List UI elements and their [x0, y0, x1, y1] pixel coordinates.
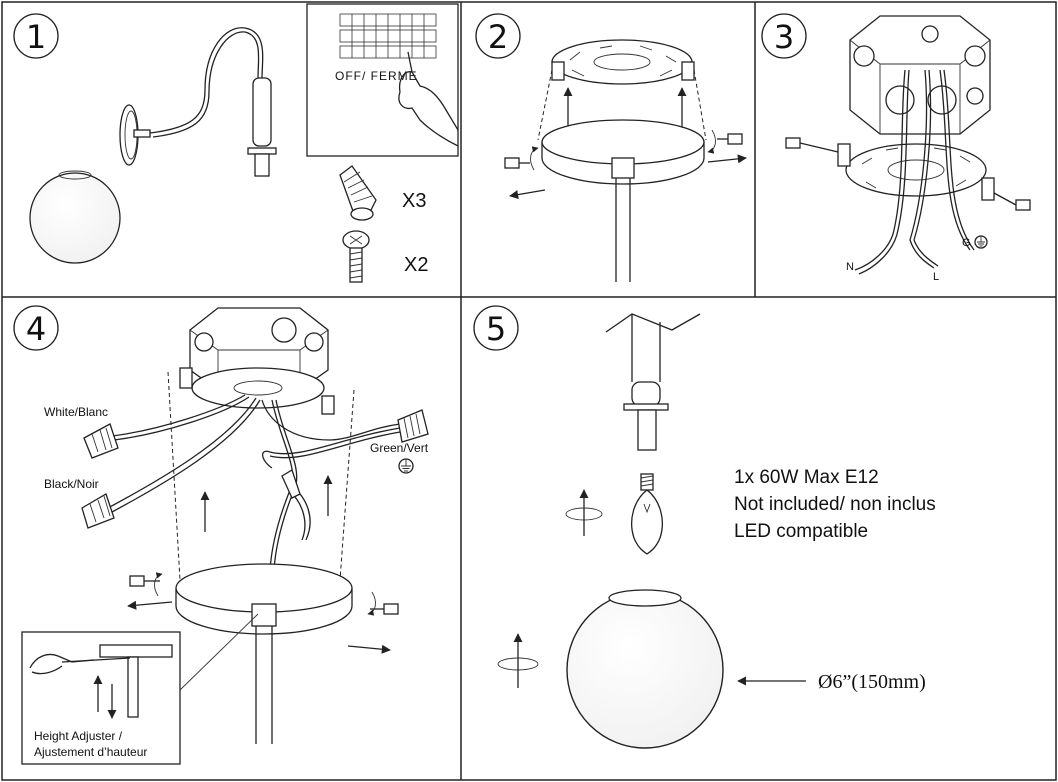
junction-box — [189, 307, 329, 391]
wire-nut-quantity: X3 — [402, 190, 426, 212]
screw-icon — [342, 230, 370, 283]
lamp-socket — [252, 77, 272, 147]
ground-label: G — [962, 237, 971, 249]
live-label: L — [933, 271, 939, 283]
canopy — [175, 563, 353, 744]
step-number-badge — [761, 13, 807, 59]
screw-quantity: X2 — [404, 254, 428, 276]
step-number: 2 — [488, 18, 508, 56]
screw-icon — [129, 575, 160, 587]
bulb-not-included: Not included/ non inclus — [734, 494, 936, 515]
switch-off-label: OFF/ FERME — [335, 69, 418, 83]
ground-symbol-icon — [974, 235, 988, 249]
step-number: 4 — [26, 310, 46, 348]
wire-nut-icon — [81, 493, 115, 529]
white-wire-label: White/Blanc — [44, 405, 108, 419]
screw-icon — [785, 137, 839, 153]
breaker-panel — [339, 13, 437, 59]
height-adjuster-label-fr: Ajustement d’hauteur — [34, 745, 147, 759]
lamp-socket — [631, 381, 661, 407]
wire-ground — [939, 69, 971, 251]
fixture-wire-right — [262, 427, 401, 469]
step-number: 3 — [774, 18, 794, 56]
rotate-arrow-icon — [530, 146, 539, 171]
height-adjuster-illustration — [29, 644, 173, 719]
green-wire-label: Green/Vert — [370, 441, 429, 455]
canopy — [541, 119, 705, 282]
white-wire — [111, 394, 246, 437]
wire-nut-icon — [339, 165, 377, 221]
junction-box — [849, 15, 991, 135]
height-adjuster-label-en: Height Adjuster / — [34, 729, 123, 743]
panel-2: 2 — [475, 13, 747, 282]
candle-bulb-icon — [631, 473, 663, 555]
mounting-bracket — [551, 39, 695, 85]
step-number-badge — [473, 305, 519, 351]
wire-live — [909, 69, 935, 269]
panel-1: 1 OFF/ FERME X — [13, 3, 459, 283]
panel-5: 5 1x 60W Max E12 Not included/ non inclu… — [473, 305, 936, 749]
screw-icon — [504, 157, 530, 169]
glass-globe — [566, 589, 724, 749]
rotate-arrow-icon — [154, 572, 163, 597]
ground-symbol-icon — [398, 458, 414, 474]
panel-4: 4 — [13, 305, 429, 765]
mounting-bracket — [837, 143, 995, 201]
hand-icon — [29, 653, 95, 675]
mounting-bracket — [179, 367, 335, 415]
fixture-wire-center — [261, 399, 401, 441]
wire-nut-icon — [83, 423, 119, 459]
step-number: 1 — [26, 18, 46, 56]
hand-icon — [398, 51, 459, 147]
black-wire — [107, 397, 257, 509]
wire-nut-icon — [397, 409, 429, 443]
rotate-arrow-icon — [367, 591, 376, 616]
wire-neutral — [854, 69, 906, 271]
neutral-label: N — [846, 261, 854, 273]
step-number: 5 — [486, 310, 506, 348]
globe-diameter: Ø6”(150mm) — [818, 671, 926, 693]
step-number-badge — [13, 13, 59, 59]
screw-icon — [717, 133, 743, 145]
bulb-spec: 1x 60W Max E12 — [734, 467, 879, 488]
glass-globe — [29, 172, 121, 264]
step-number-badge — [475, 13, 521, 59]
screw-icon — [993, 192, 1031, 211]
rotate-arrow-icon — [497, 633, 539, 688]
gooseneck-arm — [149, 27, 264, 134]
rotate-arrow-icon — [565, 489, 603, 536]
panel-3: 3 — [761, 13, 1031, 283]
rotate-arrow-icon — [707, 129, 716, 154]
bulb-led-compatible: LED compatible — [734, 521, 868, 542]
black-wire-label: Black/Noir — [44, 477, 99, 491]
step-number-badge — [13, 305, 59, 351]
screw-icon — [370, 603, 399, 615]
